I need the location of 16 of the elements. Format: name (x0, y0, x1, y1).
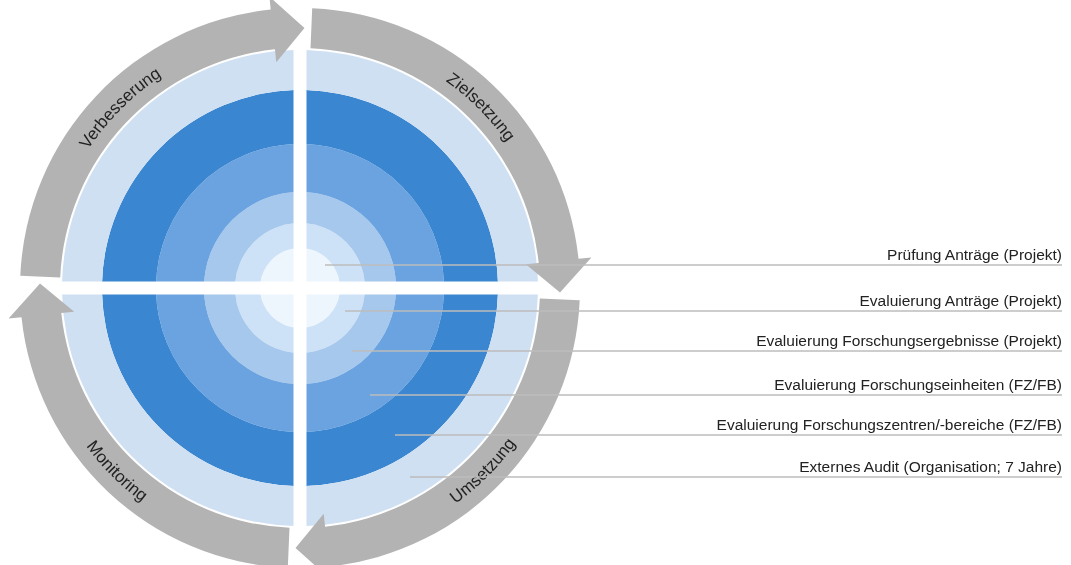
leader-line (351, 350, 1063, 352)
leader-line (409, 476, 1063, 478)
leader-line (324, 264, 1063, 266)
leader-line (344, 310, 1063, 312)
leader-line (394, 434, 1063, 436)
curved-arrow (295, 298, 580, 565)
curved-arrow (310, 8, 592, 293)
leader-line (369, 394, 1063, 396)
level-label: Evaluierung Forschungseinheiten (FZ/FB) (774, 376, 1062, 394)
level-label: Prüfung Anträge (Projekt) (887, 246, 1062, 264)
level-label: Evaluierung Anträge (Projekt) (859, 292, 1062, 310)
level-label: Evaluierung Forschungsergebnisse (Projekt) (756, 332, 1062, 350)
curved-arrow (20, 0, 305, 278)
curved-arrow (8, 283, 290, 565)
level-label: Externes Audit (Organisation; 7 Jahre) (799, 458, 1062, 476)
level-label: Evaluierung Forschungszentren/-bereiche (FZ/FB) (716, 416, 1062, 434)
